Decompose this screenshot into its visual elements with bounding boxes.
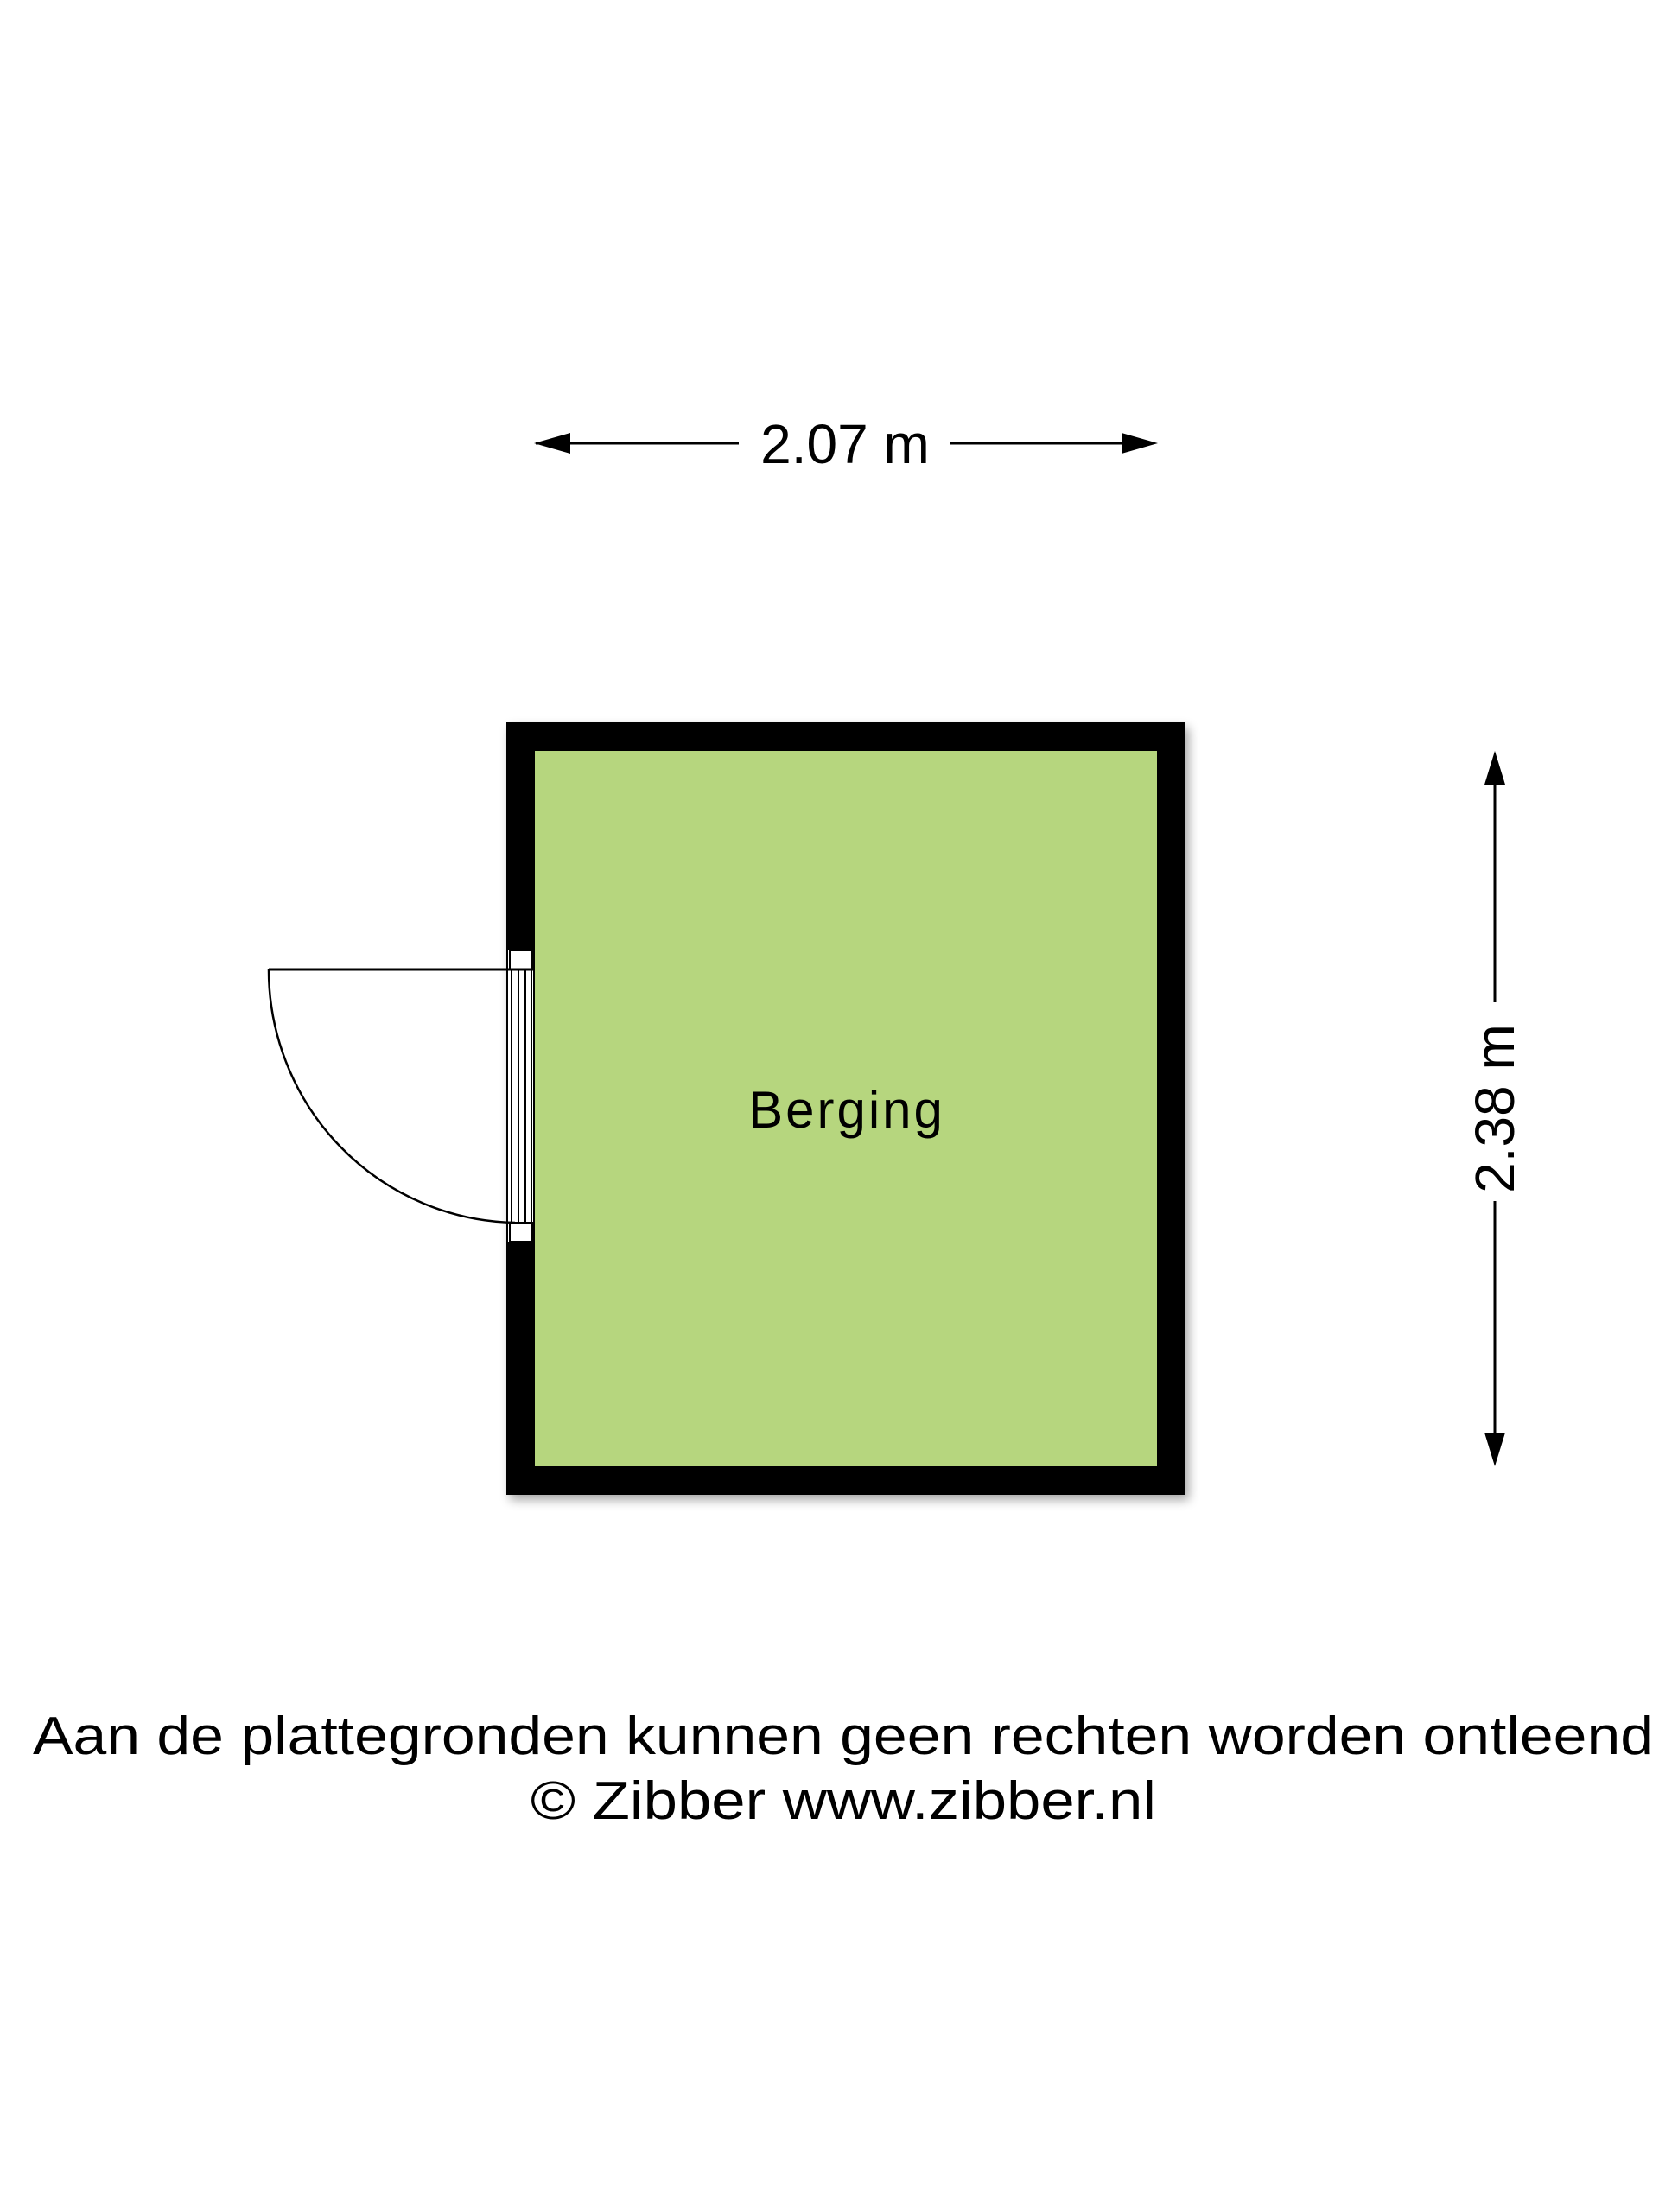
- arrowhead-up: [1484, 751, 1505, 785]
- arrowhead-left: [534, 433, 570, 454]
- room-label: Berging: [748, 1081, 945, 1139]
- door-swing-arc: [267, 969, 516, 1224]
- depth-label: 2.38 m: [1464, 1024, 1526, 1193]
- width-label: 2.07 m: [760, 413, 930, 475]
- disclaimer-text: Aan de plattegronden kunnen geen rechten…: [33, 1707, 1654, 1766]
- arrowhead-right: [1122, 433, 1158, 454]
- door: [267, 950, 533, 1243]
- width-dimension: 2.07 m: [534, 413, 1158, 475]
- depth-dimension: 2.38 m: [1464, 751, 1526, 1466]
- room-floor-berging: [535, 751, 1157, 1466]
- arrowhead-down: [1484, 1433, 1505, 1466]
- copyright-text: © Zibber www.zibber.nl: [531, 1771, 1156, 1831]
